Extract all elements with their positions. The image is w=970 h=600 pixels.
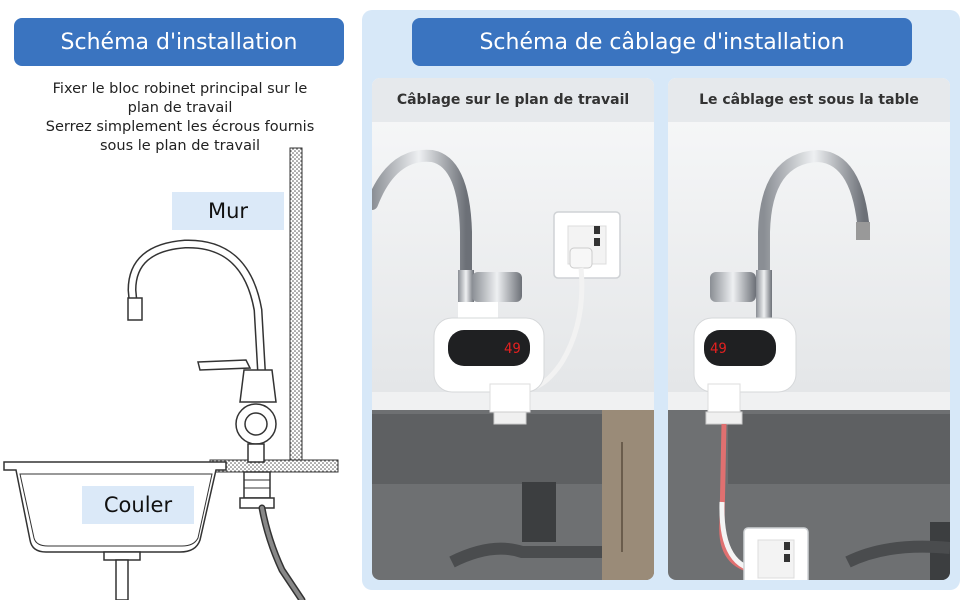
countertop-wiring-photo: 49 <box>372 122 654 580</box>
faucet-body-drawing <box>239 369 277 403</box>
faucet-handle-drawing <box>197 359 252 371</box>
under-table-wiring-photo: 49 <box>668 122 950 580</box>
instruction-line: plan de travail <box>127 100 233 116</box>
card-title: Le câblage est sous la table <box>668 78 950 122</box>
display-digits: 49 <box>504 341 521 357</box>
countertop-drawing <box>209 459 339 473</box>
left-section-title: Schéma d'installation <box>14 18 344 66</box>
instruction-line: Serrez simplement les écrous fournis <box>45 119 315 135</box>
wall-drawing <box>289 147 303 467</box>
right-section-title: Schéma de câblage d'installation <box>412 18 912 66</box>
hose-drawing <box>258 504 306 600</box>
wiring-card-under-table: Le câblage est sous la table 49 <box>668 78 950 580</box>
wiring-card-countertop: Câblage sur le plan de travail <box>372 78 654 580</box>
sink-label: Couler <box>82 486 194 524</box>
installation-instructions: Fixer le bloc robinet principal sur le p… <box>20 80 340 156</box>
instruction-line: sous le plan de travail <box>99 138 261 154</box>
display-digits: 49 <box>710 341 727 357</box>
card-title: Câblage sur le plan de travail <box>372 78 654 122</box>
instruction-line: Fixer le bloc robinet principal sur le <box>52 81 308 97</box>
wall-label: Mur <box>172 192 284 230</box>
